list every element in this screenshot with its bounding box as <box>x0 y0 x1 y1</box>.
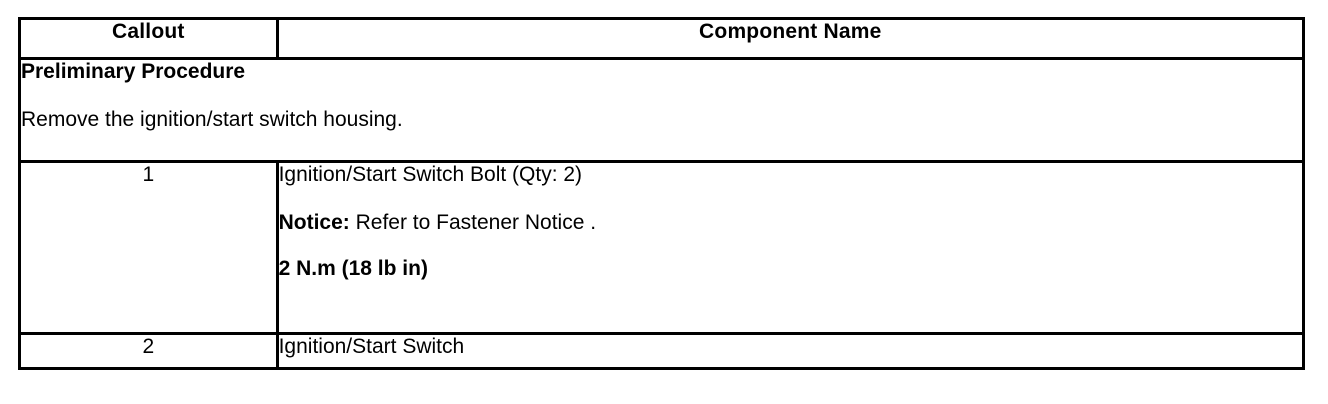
callout-number-2: 2 <box>18 332 279 370</box>
notice-line: Notice: Refer to Fastener Notice . <box>279 211 1302 235</box>
table-header: Callout Component Name <box>18 17 1306 60</box>
component-name-2: Ignition/Start Switch <box>275 332 1306 370</box>
preliminary-procedure-cell: Preliminary Procedure Remove the ignitio… <box>18 57 1305 163</box>
blank-line <box>279 235 1302 257</box>
blank-line <box>279 187 1302 211</box>
component-name-1: Ignition/Start Switch Bolt (Qty: 2) <box>278 163 583 186</box>
component-callout-table: Callout Component Name Preliminary Proce… <box>18 17 1306 370</box>
preliminary-procedure-text: Remove the ignition/start switch housing… <box>21 108 403 131</box>
preliminary-procedure-heading: Preliminary Procedure <box>21 60 246 83</box>
notice-label: Notice: <box>278 211 350 234</box>
table-row: 1 Ignition/Start Switch Bolt (Qty: 2) No… <box>18 160 1306 335</box>
component-detail-cell-1: Ignition/Start Switch Bolt (Qty: 2) Noti… <box>275 160 1306 335</box>
table-body: Preliminary Procedure Remove the ignitio… <box>18 57 1306 370</box>
notice-text: Refer to Fastener Notice . <box>349 211 597 234</box>
torque-specification: 2 N.m (18 lb in) <box>278 257 428 280</box>
table-row: 2 Ignition/Start Switch <box>18 332 1306 370</box>
column-header-callout: Callout <box>18 17 279 60</box>
preliminary-procedure-row: Preliminary Procedure Remove the ignitio… <box>18 57 1305 163</box>
table-header-row: Callout Component Name <box>18 17 1306 60</box>
column-header-component-name: Component Name <box>275 17 1306 60</box>
callout-number-1: 1 <box>18 160 279 335</box>
blank-line <box>21 84 1302 108</box>
